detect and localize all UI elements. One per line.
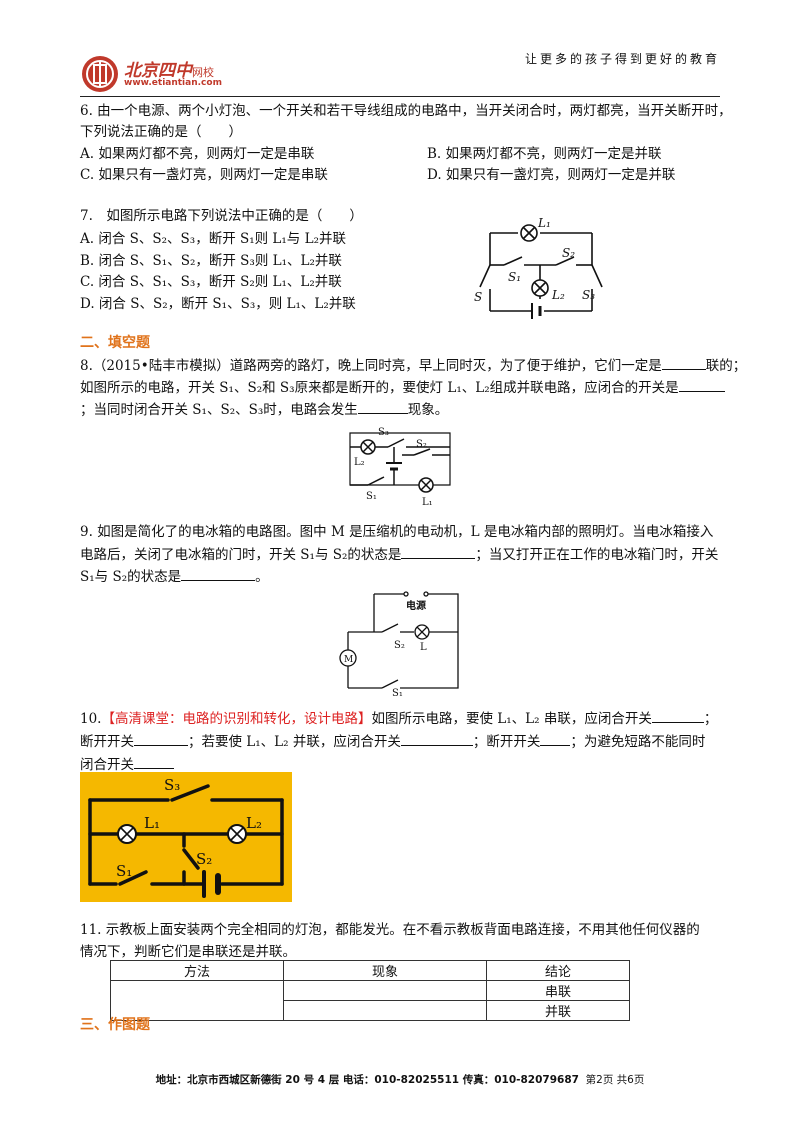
- q10-line2: 断开开关；若要使 L₁、L₂ 并联，应闭合开关；断开开关；为避免短路不能同时: [80, 731, 705, 752]
- q6-option-a: A. 如果两灯都不亮，则两灯一定是串联: [80, 146, 315, 162]
- q7-label-s: S: [474, 290, 482, 304]
- table-row: 并联: [111, 1000, 630, 1021]
- q10-label-l1: L₁: [144, 814, 160, 832]
- q8-line1: 8.（2015•陆丰市模拟）道路两旁的路灯，晚上同时亮，早上同时灭，为了便于维护…: [80, 355, 746, 376]
- q8-label-l2: L₂: [354, 457, 365, 468]
- q7-label-l1: L₁: [537, 216, 551, 230]
- q9-label-s1: S₁: [392, 688, 403, 696]
- header-divider: [80, 96, 720, 97]
- footer-page-number: 第2页 共6页: [585, 1074, 645, 1086]
- q9-line2: 电路后，关闭了电冰箱的门时，开关 S₁与 S₂的状态是；当又打开正在工作的电冰箱…: [80, 544, 718, 565]
- q8-label-s2: S₂: [416, 439, 427, 450]
- q9-label-s2: S₂: [394, 640, 405, 651]
- q7-option-b: B. 闭合 S、S₁、S₂，断开 S₃则 L₁、L₂并联: [80, 253, 342, 269]
- q7-label-l2: L₂: [551, 288, 565, 302]
- q9-blank-2[interactable]: [181, 566, 256, 581]
- q9-label-m: M: [344, 655, 353, 665]
- q9-line1: 9. 如图是简化了的电冰箱的电路图。图中 M 是压缩机的电动机，L 是电冰箱内部…: [80, 524, 714, 540]
- q10-blank-4[interactable]: [540, 731, 571, 746]
- q8-label-s3: S₃: [378, 427, 389, 438]
- q7-label-s3: S₃: [582, 288, 595, 302]
- q8-blank-2[interactable]: [678, 377, 725, 392]
- table-row: 串联: [110, 980, 630, 1021]
- q8-label-s1: S₁: [366, 491, 377, 502]
- table-cell-phenomenon-answer[interactable]: [283, 1000, 487, 1021]
- q9-label-power: 电源: [406, 599, 426, 612]
- q7-label-s2: S₂: [562, 246, 575, 260]
- q9-circuit-diagram: 电源 S₂ L M S₁: [339, 591, 459, 696]
- q6-line1: 6. 由一个电源、两个小灯泡、一个开关和若干导线组成的电路中，当开关闭合时，两灯…: [80, 103, 732, 119]
- q8-blank-1[interactable]: [661, 355, 706, 370]
- q10-label-s3: S₃: [164, 776, 180, 794]
- q10-line3: 闭合开关: [80, 754, 174, 775]
- q7-option-a: A. 闭合 S、S₂、S₃，断开 S₁则 L₁与 L₂并联: [80, 231, 346, 247]
- logo-text: 北京四中网校: [124, 61, 214, 81]
- q11-answer-table: 方法 现象 结论 串联 并联: [110, 960, 630, 1021]
- footer: 地址：北京市西城区新德街 20 号 4 层 电话：010-82025511 传真…: [130, 1072, 670, 1087]
- table-header-method: 方法: [110, 960, 284, 981]
- q6-option-d: D. 如果只有一盏灯亮，则两灯一定是并联: [427, 167, 676, 183]
- q8-circuit-diagram: S₃ L₂ S₂ S₁ L₁: [349, 427, 451, 508]
- q10-label-s2: S₂: [196, 850, 212, 868]
- table-cell-phenomenon-answer[interactable]: [283, 980, 487, 1001]
- q7-option-c: C. 闭合 S、S₁、S₃，断开 S₂则 L₁、L₂并联: [80, 274, 342, 290]
- q10-course-tag[interactable]: 【高清课堂：电路的识别和转化，设计电路】: [101, 711, 372, 727]
- q10-blank-5[interactable]: [134, 754, 174, 769]
- header: 北京四中网校 www.etiantian.com 让更多的孩子得到更好的教育: [80, 50, 720, 110]
- q9-label-l: L: [420, 642, 427, 653]
- q9-line3: S₁与 S₂的状态是。: [80, 566, 269, 587]
- q10-circuit-diagram: S₃ L₁ L₂ S₂ S₁: [80, 772, 292, 902]
- footer-address: 地址：北京市西城区新德街 20 号 4 层 电话：010-82025511 传真…: [155, 1074, 579, 1086]
- table-cell-method-answer[interactable]: [110, 980, 284, 1021]
- table-header-conclusion: 结论: [486, 960, 630, 981]
- section-fill-in-title: 二、填空题: [80, 335, 150, 351]
- q7-label-s1: S₁: [508, 270, 521, 284]
- q8-label-l1: L₁: [422, 497, 433, 508]
- section-drawing-title: 三、作图题: [80, 1017, 150, 1033]
- q11-line1: 11. 示教板上面安装两个完全相同的灯泡，都能发光。在不看示教板背面电路连接，不…: [80, 922, 700, 938]
- q6-line2: 下列说法正确的是（ ）: [80, 124, 242, 140]
- q10-blank-1[interactable]: [651, 708, 704, 723]
- q7-stem: 7. 如图所示电路下列说法中正确的是（ ）: [80, 208, 363, 224]
- q6-option-c: C. 如果只有一盏灯亮，则两灯一定是串联: [80, 167, 328, 183]
- q10-blank-3[interactable]: [400, 731, 473, 746]
- q10-label-l2: L₂: [246, 814, 262, 832]
- q11-line2: 情况下，判断它们是串联还是并联。: [80, 944, 296, 960]
- q10-line1: 10.【高清课堂：电路的识别和转化，设计电路】如图所示电路，要使 L₁、L₂ 串…: [80, 708, 717, 729]
- q6-option-b: B. 如果两灯都不亮，则两灯一定是并联: [427, 146, 662, 162]
- q8-line3: ；当同时闭合开关 S₁、S₂、S₃时，电路会发生现象。: [80, 399, 448, 420]
- q7-circuit-diagram: L₁ L₂ S S₁ S₂ S₃: [474, 216, 603, 319]
- table-cell-conclusion: 串联: [486, 980, 630, 1001]
- logo-url[interactable]: www.etiantian.com: [124, 78, 222, 88]
- table-header-phenomenon: 现象: [283, 960, 487, 981]
- header-slogan: 让更多的孩子得到更好的教育: [524, 52, 720, 66]
- school-logo-icon: [82, 56, 118, 92]
- q8-line2: 如图所示的电路，开关 S₁、S₂和 S₃原来都是断开的，要使灯 L₁、L₂组成并…: [80, 377, 725, 398]
- table-header-row: 方法 现象 结论: [110, 960, 630, 981]
- q8-blank-3[interactable]: [357, 399, 408, 414]
- q10-blank-2[interactable]: [134, 731, 188, 746]
- table-cell-conclusion: 并联: [486, 1000, 630, 1021]
- q7-option-d: D. 闭合 S、S₂，断开 S₁、S₃，则 L₁、L₂并联: [80, 296, 356, 312]
- q9-blank-1[interactable]: [401, 544, 476, 559]
- q10-label-s1: S₁: [116, 862, 132, 880]
